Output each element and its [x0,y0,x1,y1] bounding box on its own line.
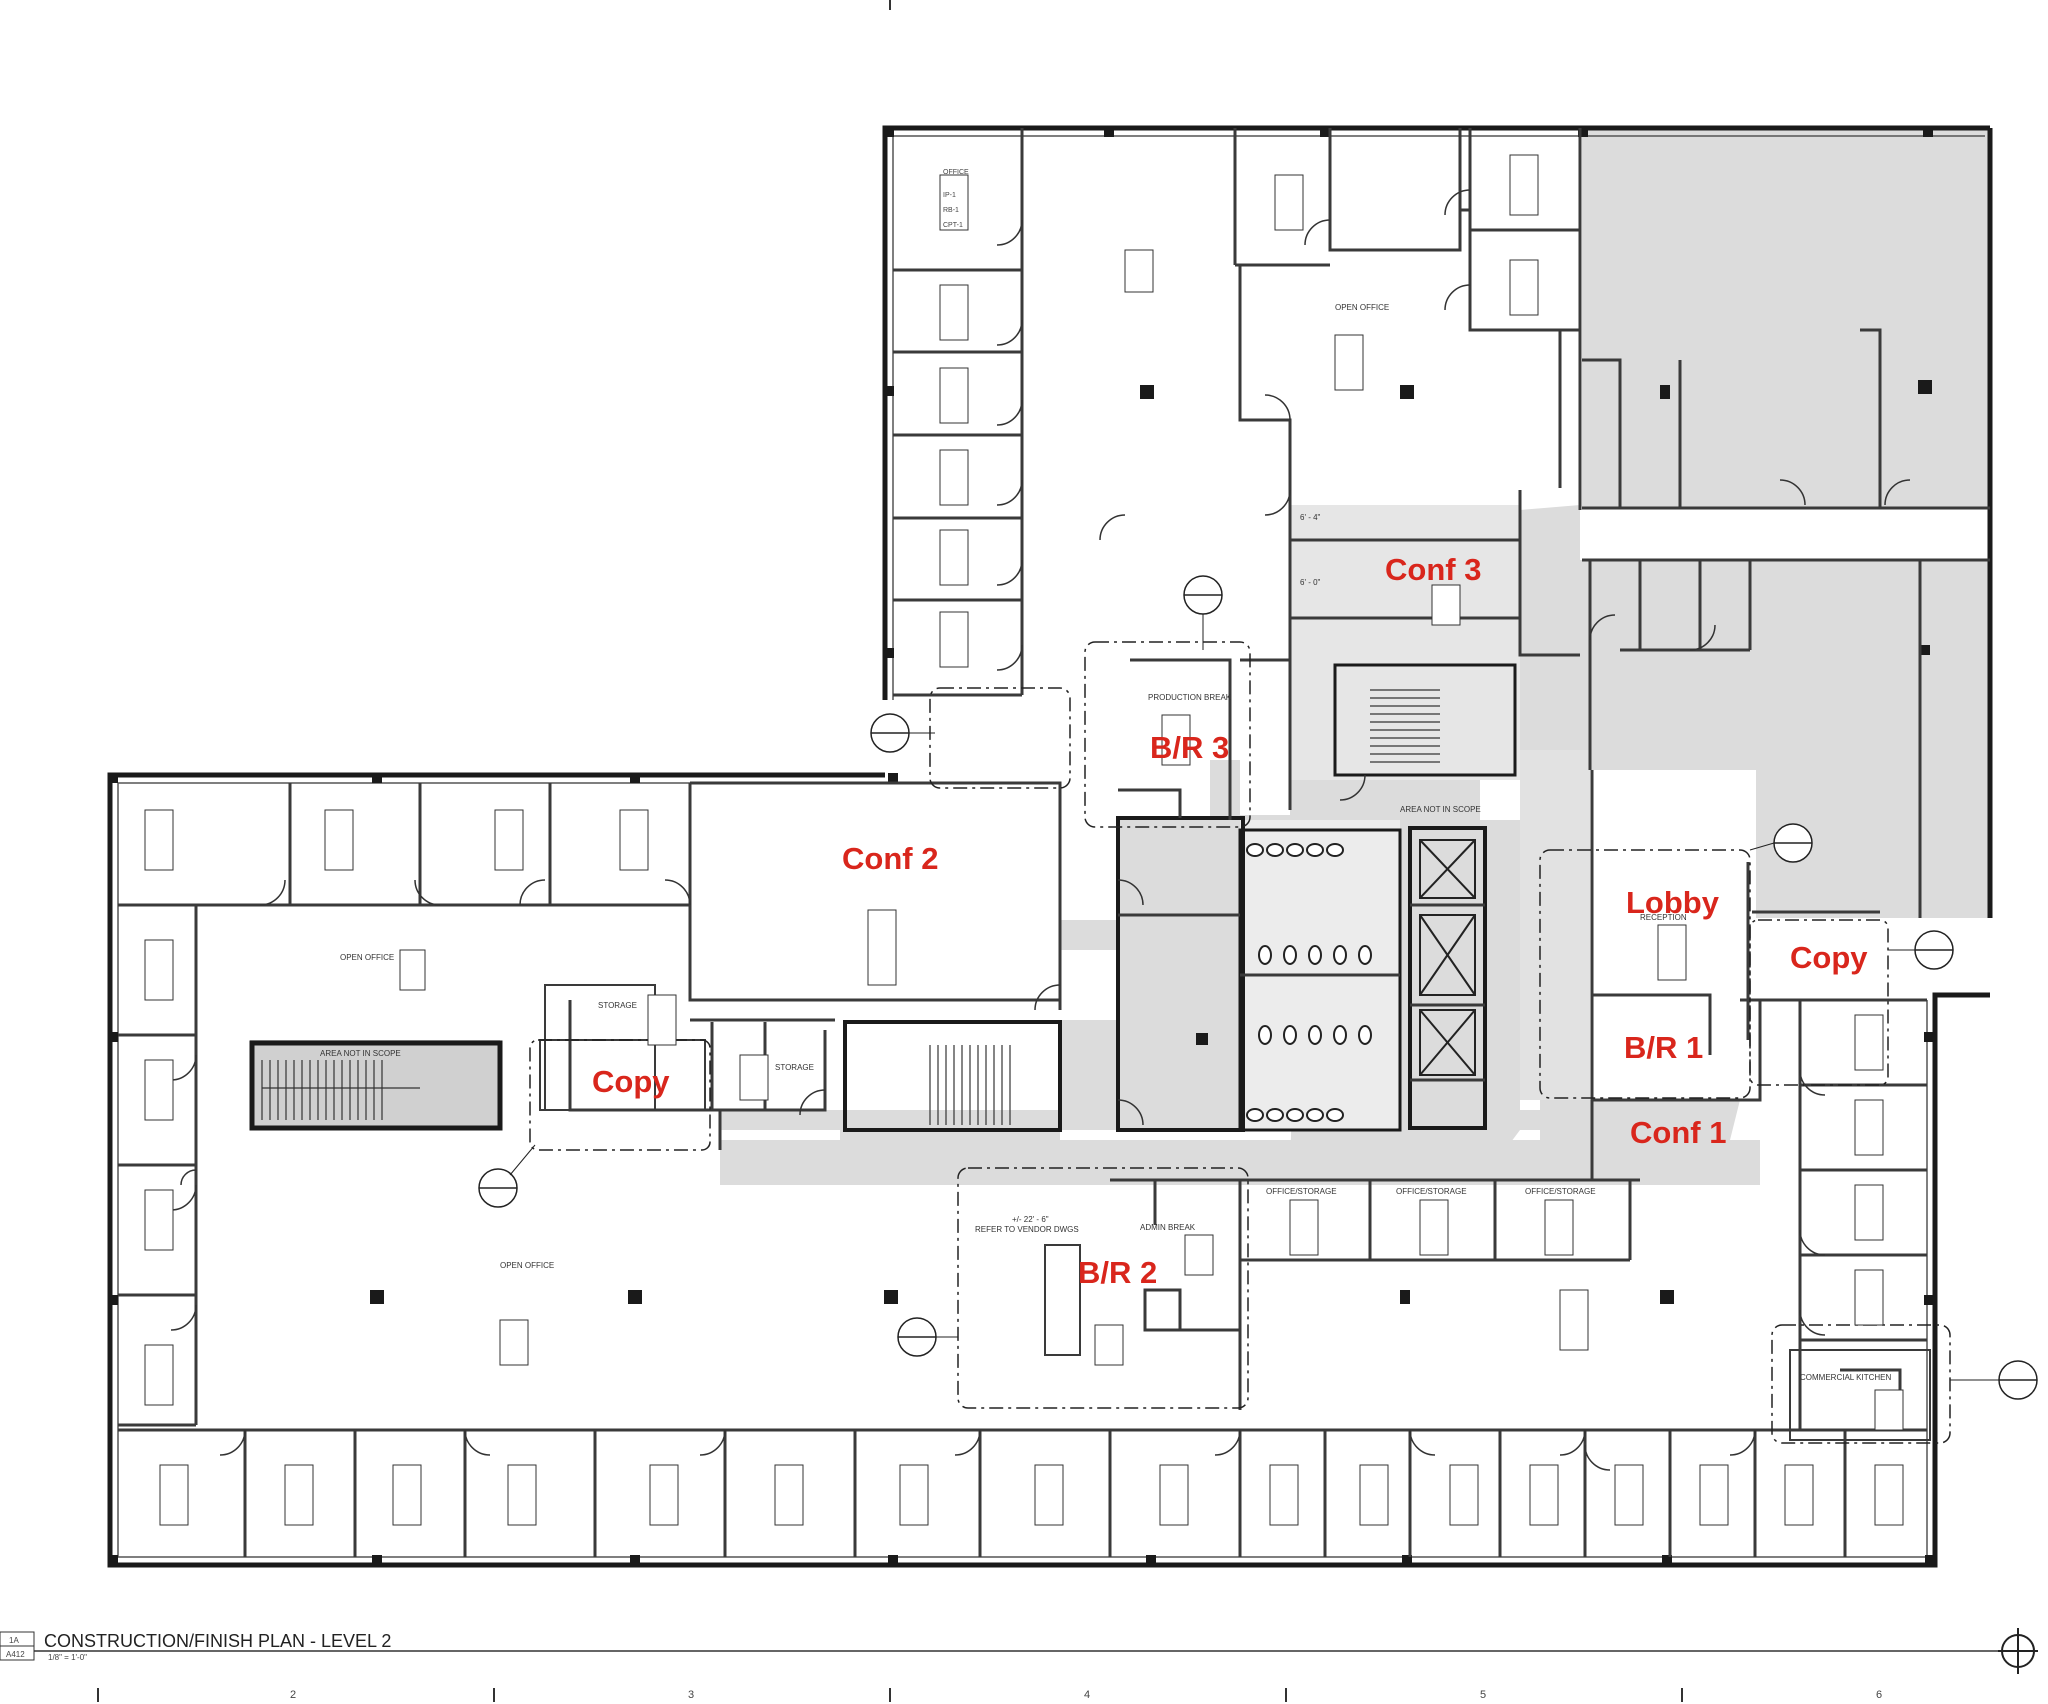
elevators [1419,839,1476,1076]
note-production: PRODUCTION BREAK [1148,693,1232,702]
note-open-office-south: OPEN OFFICE [500,1261,554,1270]
grid-ticks [97,0,1683,1702]
note-open-office-west: OPEN OFFICE [340,953,394,962]
label-copy-west: Copy [592,1064,670,1099]
finish-tag-ip: IP-1 [943,192,956,199]
note-refer-vendor: REFER TO VENDOR DWGS [975,1225,1079,1234]
note-office-storage-2: OFFICE/STORAGE [1396,1187,1467,1196]
label-br-3: B/R 3 [1150,730,1229,765]
label-conf-1: Conf 1 [1630,1115,1726,1150]
restroom-fixtures [1246,843,1372,1122]
note-office-storage-1: OFFICE/STORAGE [1266,1187,1337,1196]
grid-numbers: 2 3 4 5 6 [290,1689,1882,1701]
note-area-not-in-scope-west: AREA NOT IN SCOPE [320,1049,401,1058]
label-br-2: B/R 2 [1078,1255,1157,1290]
grid-number-6: 6 [1876,1689,1882,1701]
grid-number-2: 2 [290,1689,296,1701]
note-dim-22-6: +/- 22' - 6" [1012,1215,1049,1224]
note-commercial-kitchen: COMMERCIAL KITCHEN [1800,1373,1891,1382]
room-labels: Conf 3 Conf 2 Conf 1 B/R 3 B/R 2 B/R 1 L… [592,552,1868,1290]
title-block: 1A A412 CONSTRUCTION/FINISH PLAN - LEVEL… [0,1628,2038,1674]
note-storage-center: STORAGE [775,1063,814,1072]
grid-number-5: 5 [1480,1689,1486,1701]
drawing-number: 1A [9,1636,19,1645]
label-conf-3: Conf 3 [1385,552,1481,587]
label-br-1: B/R 1 [1624,1030,1703,1065]
finish-tag-rb: RB-1 [943,207,959,214]
sheet-reference: A412 [6,1650,25,1659]
door-swings [170,189,1911,1471]
note-open-office-north: OPEN OFFICE [1335,303,1389,312]
note-storage-west: STORAGE [598,1001,637,1010]
label-copy-east: Copy [1790,940,1868,975]
note-dim-6-0: 6' - 0" [1300,578,1321,587]
note-reception: RECEPTION [1640,913,1687,922]
finish-tag-cpt: CPT-1 [943,222,963,229]
note-area-not-in-scope: AREA NOT IN SCOPE [1400,805,1481,814]
grid-number-4: 4 [1084,1689,1090,1701]
grid-number-3: 3 [688,1689,694,1701]
enlarged-plan-boundaries [529,641,1951,1444]
north-arrow-icon [1998,1628,2038,1674]
label-conf-2: Conf 2 [842,841,938,876]
callout-leaders [509,614,1999,1381]
columns [108,127,1935,1565]
label-lobby: Lobby [1626,885,1720,920]
note-office-storage-3: OFFICE/STORAGE [1525,1187,1596,1196]
drawing-title: CONSTRUCTION/FINISH PLAN - LEVEL 2 [44,1631,391,1651]
stair-treads [261,689,1440,1125]
drawing-scale: 1/8" = 1'-0" [48,1653,87,1662]
note-admin-break: ADMIN BREAK [1140,1223,1196,1232]
note-dim-6-4: 6' - 4" [1300,513,1321,522]
section-callouts [478,575,2038,1400]
finish-tags [144,154,1904,1526]
plan-notes: AREA NOT IN SCOPE AREA NOT IN SCOPE OPEN… [320,169,1891,1382]
interior-walls [118,128,1990,1557]
note-office-tag: OFFICE [943,169,969,176]
